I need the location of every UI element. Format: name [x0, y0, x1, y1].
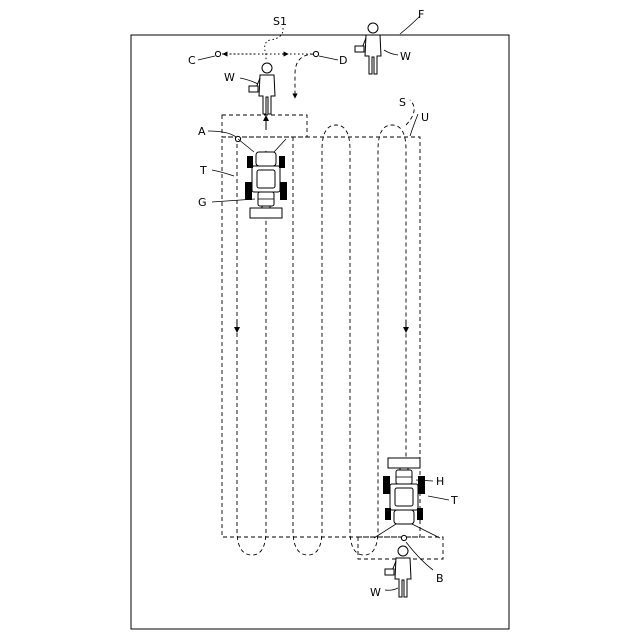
worker-bottom-icon [385, 546, 411, 597]
label-point-c: C [188, 54, 196, 67]
label-worker-top-right: W [400, 50, 411, 63]
label-field: F [418, 8, 424, 21]
label-point-d: D [339, 54, 347, 67]
label-route-s1: S1 [273, 15, 287, 28]
point-c [215, 51, 220, 56]
point-d [313, 51, 318, 56]
label-route-s: S [399, 96, 406, 109]
label-worker-bottom: W [370, 586, 381, 599]
label-point-a: A [198, 125, 206, 138]
label-point-b: B [436, 572, 444, 585]
zone-top [222, 115, 307, 137]
point-b [401, 535, 406, 540]
link-left [238, 139, 286, 152]
worker-top-right-icon [355, 23, 381, 74]
field-boundary [131, 35, 509, 629]
link-right [374, 524, 440, 538]
label-tractor-right: T [450, 494, 458, 507]
tractor-right-icon [383, 458, 425, 524]
label-implement-g: G [198, 196, 207, 209]
label-implement-h: H [436, 475, 444, 488]
tractor-left-icon [245, 152, 287, 218]
label-region-u: U [421, 111, 429, 124]
worker-top-left-icon [249, 63, 275, 114]
label-worker-top-left: W [224, 71, 235, 84]
label-tractor-left: T [199, 164, 207, 177]
